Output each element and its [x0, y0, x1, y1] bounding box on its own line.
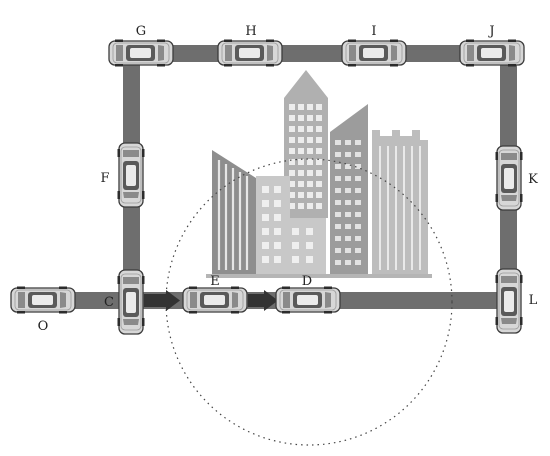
label-g: G [136, 24, 146, 39]
label-e: E [210, 274, 220, 289]
label-o: O [38, 319, 49, 334]
arrow-c-to-e [144, 290, 180, 311]
right-arrow-icon [264, 290, 278, 311]
car-i [341, 38, 407, 68]
label-k: K [528, 172, 538, 187]
label-f: F [100, 171, 109, 186]
car-f [116, 142, 146, 208]
car-o [10, 285, 76, 315]
label-i: I [371, 24, 376, 39]
label-c: C [104, 295, 114, 310]
car-g [108, 38, 174, 68]
car-e [182, 285, 248, 315]
car-c [116, 269, 146, 335]
label-d: D [302, 274, 312, 289]
car-k [494, 145, 524, 211]
car-h [217, 38, 283, 68]
right-arrow-icon [166, 290, 180, 311]
label-l: L [529, 293, 538, 308]
car-d [275, 285, 341, 315]
label-j: J [487, 24, 494, 39]
label-h: H [245, 24, 256, 39]
car-j [459, 38, 525, 68]
city-buildings-icon [206, 70, 432, 278]
coverage-circle [165, 158, 453, 446]
road-top [118, 45, 516, 62]
car-l [494, 268, 524, 334]
arrow-e-to-d [248, 290, 278, 311]
